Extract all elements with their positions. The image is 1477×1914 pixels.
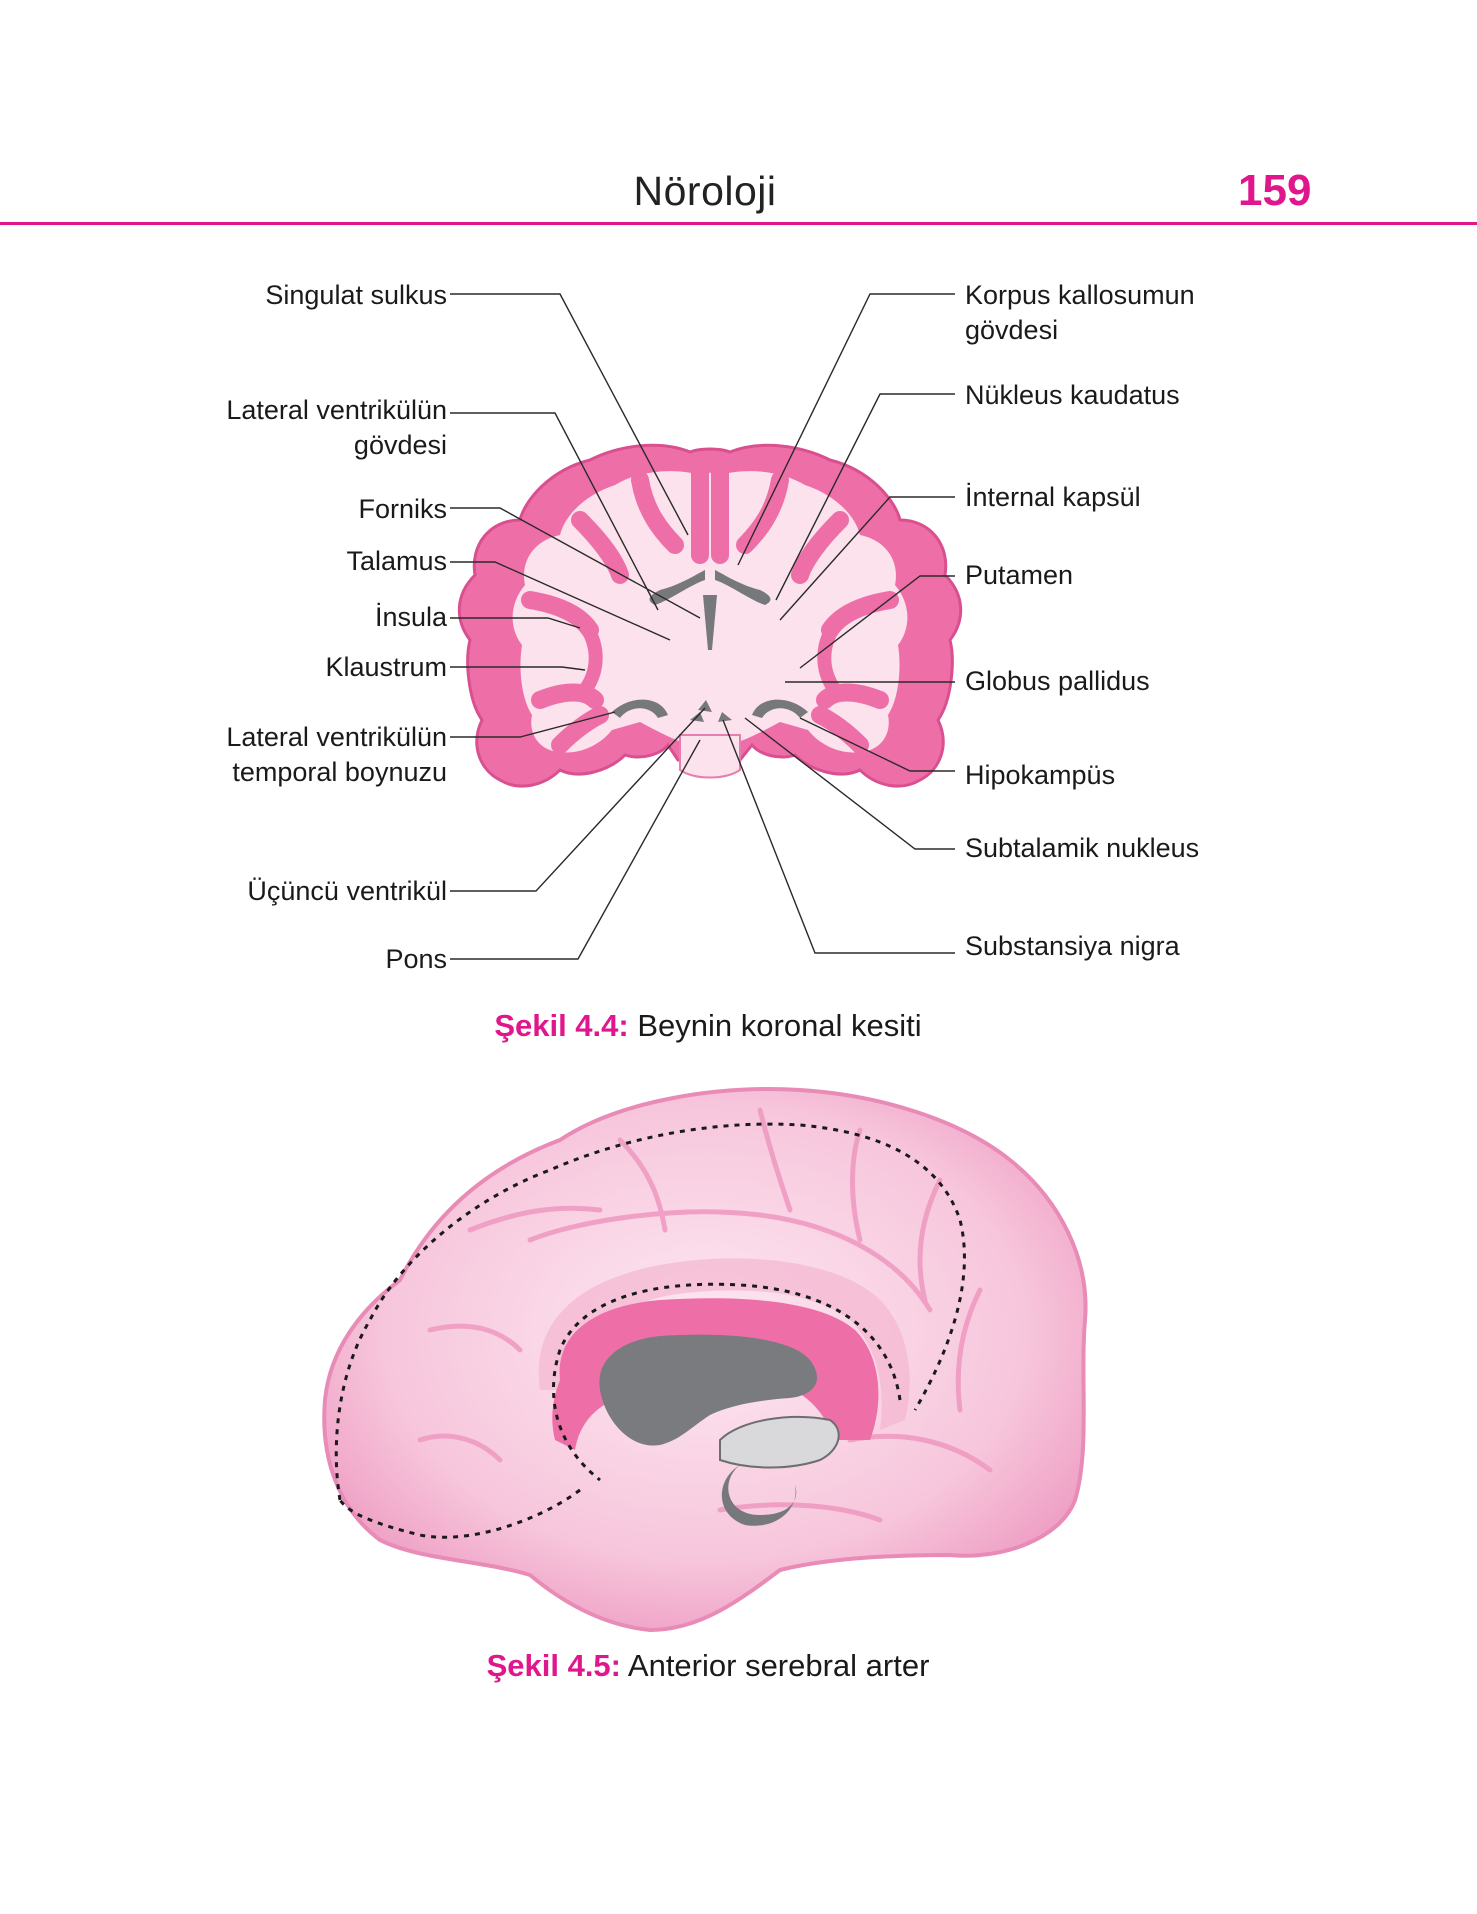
lateral-ventricle xyxy=(599,1334,818,1446)
coronal-brain-illustration xyxy=(450,293,963,960)
label-singulat-sulkus: Singulat sulkus xyxy=(265,280,447,310)
septum-fornix xyxy=(703,595,717,650)
label-pons: Pons xyxy=(385,944,447,974)
page-header: Nöroloji 159 xyxy=(0,150,1477,226)
caption-text: Beynin koronal kesiti xyxy=(637,1008,922,1043)
caption-number: Şekil 4.5: xyxy=(486,1648,621,1683)
pons xyxy=(679,734,741,779)
temporal-horn-left xyxy=(612,699,668,718)
page-number: 159 xyxy=(1238,166,1312,215)
label-talamus: Talamus xyxy=(346,546,447,576)
label-hippocampus: Hipokampüs xyxy=(965,760,1116,790)
fornix xyxy=(721,1465,797,1526)
header-rule xyxy=(0,222,1477,225)
thalamus xyxy=(719,1415,840,1469)
sagittal-brain-illustration xyxy=(322,1087,1088,1633)
label-nucleus-caudatus: Nükleus kaudatus xyxy=(965,380,1180,410)
subthalamic-right xyxy=(718,712,732,722)
label-putamen: Putamen xyxy=(965,560,1074,590)
third-ventricle xyxy=(698,700,712,712)
figure-anterior-cerebral-artery: Şekil 4.5: Anterior serebral arter xyxy=(0,1080,1477,1700)
label-klaustrum: Klaustrum xyxy=(325,652,447,682)
chapter-title: Nöroloji xyxy=(633,168,777,214)
caption-number: Şekil 4.4: xyxy=(494,1008,629,1043)
label-subthalamic-nucleus: Subtalamik nukleus xyxy=(965,833,1200,863)
figure-caption-4-5: Şekil 4.5: Anterior serebral arter xyxy=(0,1648,1416,1684)
insula-folds xyxy=(574,615,846,695)
lateral-ventricle-left xyxy=(649,570,705,605)
label-globus-pallidus: Globus pallidus xyxy=(965,666,1150,696)
label-substantia-nigra: Substansiya nigra xyxy=(965,931,1180,961)
aca-territory-dotted xyxy=(334,1122,966,1539)
figure-caption-4-4: Şekil 4.4: Beynin koronal kesiti xyxy=(0,1008,1416,1044)
temporal-horn-right xyxy=(752,699,808,718)
label-third-ventricle: Üçüncü ventrikül xyxy=(247,876,447,906)
leader-lines xyxy=(450,293,955,960)
label-internal-capsule: İnternal kapsül xyxy=(965,482,1141,512)
label-insula: İnsula xyxy=(374,602,447,632)
sulci-lines xyxy=(417,1107,993,1523)
aca-inner-dotted xyxy=(552,1282,902,1482)
lateral-ventricle-right xyxy=(715,570,771,605)
caption-text: Anterior serebral arter xyxy=(627,1648,930,1683)
label-forniks: Forniks xyxy=(358,494,447,524)
